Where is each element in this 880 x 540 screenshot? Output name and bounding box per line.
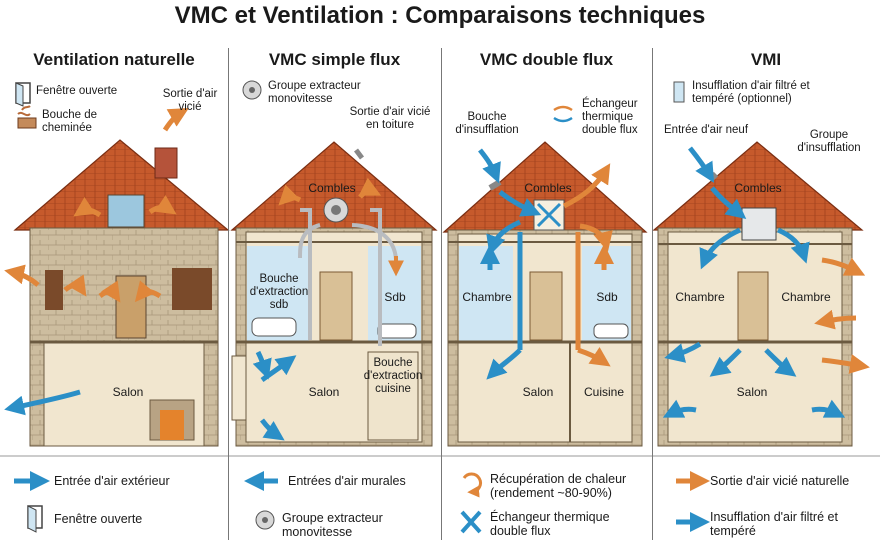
column-title-vmi: VMI <box>750 50 782 69</box>
legend-item: Fenêtre ouverte <box>54 512 143 526</box>
legend-item: Entrée d'air extérieur <box>54 474 170 488</box>
room-label: Salon <box>308 385 340 399</box>
label-exchanger: Échangeur thermique double flux <box>582 98 638 137</box>
label-insufflation-filtered: Insufflation d'air filtré et tempéré (op… <box>692 80 810 106</box>
label-extractor: Groupe extracteur monovitesse <box>268 80 361 106</box>
legend-item: Échangeur thermique double flux <box>490 510 610 539</box>
room-label: Sdb <box>384 290 406 304</box>
house-natural <box>4 108 230 447</box>
label-bath-vent: Bouche d'extraction sdb <box>249 273 309 312</box>
column-divider <box>228 48 229 540</box>
room-label: Salon <box>112 385 144 399</box>
label-insufflation: Bouche d'insufflation <box>455 111 519 137</box>
house-vmi <box>652 141 870 447</box>
label-attic: Combles <box>734 181 782 195</box>
column-title-double-flux: VMC double flux <box>479 50 614 69</box>
column-divider <box>441 48 442 540</box>
house-simple-flux <box>230 141 438 447</box>
label-fresh-air: Entrée d'air neuf <box>664 124 749 136</box>
label-roof-exhaust: Sortie d'air vicié en toiture <box>349 106 431 132</box>
legend-item: Entrées d'air murales <box>288 474 406 488</box>
room-label: Salon <box>522 385 554 399</box>
label-kitchen-vent: Bouche d'extraction cuisine <box>363 357 423 396</box>
legend-item: Récupération de chaleur (rendement ~80-9… <box>490 472 627 501</box>
header-icons <box>15 80 685 129</box>
column-title-natural: Ventilation naturelle <box>33 50 195 69</box>
label-window: Fenêtre ouverte <box>36 85 118 97</box>
column-divider <box>652 48 653 540</box>
room-label: Chambre <box>781 290 831 304</box>
room-label: Chambre <box>675 290 725 304</box>
legend-item: Sortie d'air vicié naturelle <box>710 474 850 488</box>
room-label: Sdb <box>596 290 618 304</box>
room-label: Cuisine <box>583 385 625 399</box>
label-attic: Combles <box>308 181 356 195</box>
label-group: Groupe d'insufflation <box>797 129 861 155</box>
legend-icons <box>14 471 710 534</box>
room-label: Chambre <box>462 290 512 304</box>
label-exhaust: Sortie d'air vicié <box>162 88 218 114</box>
label-chimney: Bouche de cheminée <box>42 109 97 135</box>
room-label: Salon <box>736 385 768 399</box>
label-attic: Combles <box>524 181 572 195</box>
legend-item: Insufflation d'air filtré et tempéré <box>710 510 838 539</box>
legend-item: Groupe extracteur monovitesse <box>282 511 383 540</box>
house-double-flux <box>442 141 648 447</box>
column-title-simple-flux: VMC simple flux <box>268 50 401 69</box>
page-title: VMC et Ventilation : Comparaisons techni… <box>174 2 706 29</box>
